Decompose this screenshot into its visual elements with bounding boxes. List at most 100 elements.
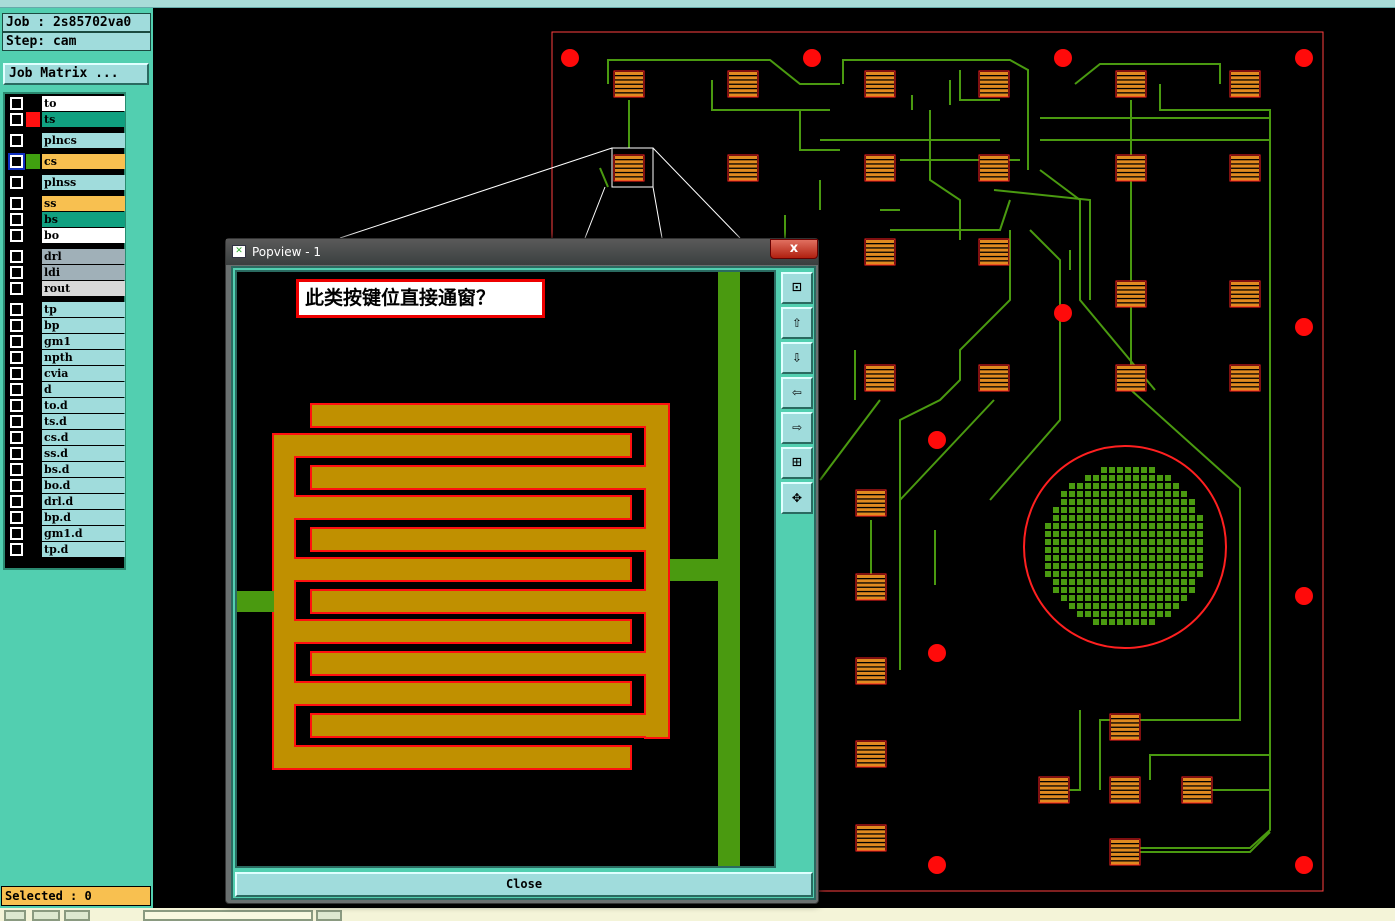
layer-row-tp[interactable]: tp (7, 302, 125, 317)
pan-right-icon[interactable]: ⇨ (781, 412, 813, 444)
layer-checkbox[interactable] (10, 383, 23, 396)
layer-name[interactable]: ss.d (42, 446, 125, 461)
layer-row-bo-d[interactable]: bo.d (7, 478, 125, 493)
layer-color-swatch[interactable] (26, 249, 40, 264)
layer-color-swatch[interactable] (26, 414, 40, 429)
layer-name[interactable]: bp (42, 318, 125, 333)
layer-checkbox[interactable] (10, 97, 23, 110)
layer-name[interactable]: to.d (42, 398, 125, 413)
layer-color-swatch[interactable] (26, 154, 40, 169)
layer-row-ss-d[interactable]: ss.d (7, 446, 125, 461)
layer-name[interactable]: ldi (42, 265, 125, 280)
layer-name[interactable]: drl.d (42, 494, 125, 509)
layer-row-ts-d[interactable]: ts.d (7, 414, 125, 429)
layer-color-swatch[interactable] (26, 382, 40, 397)
zoom-out-icon[interactable]: ✥ (781, 482, 813, 514)
layer-color-swatch[interactable] (26, 318, 40, 333)
layer-name[interactable]: rout (42, 281, 125, 296)
layer-color-swatch[interactable] (26, 302, 40, 317)
layer-checkbox[interactable] (10, 113, 23, 126)
layer-color-swatch[interactable] (26, 494, 40, 509)
layer-name[interactable]: ss (42, 196, 125, 211)
toolbar-button[interactable] (64, 910, 90, 921)
layer-row-ts[interactable]: ts (7, 112, 125, 127)
layer-checkbox[interactable] (10, 479, 23, 492)
layer-checkbox[interactable] (10, 176, 23, 189)
layer-name[interactable]: to (42, 96, 125, 111)
layer-color-swatch[interactable] (26, 265, 40, 280)
layer-name[interactable]: bs (42, 212, 125, 227)
layer-color-swatch[interactable] (26, 510, 40, 525)
layer-row-bp-d[interactable]: bp.d (7, 510, 125, 525)
layer-checkbox[interactable] (10, 250, 23, 263)
toolbar-button[interactable] (32, 910, 60, 921)
layer-checkbox[interactable] (10, 399, 23, 412)
layer-checkbox[interactable] (10, 431, 23, 444)
layer-name[interactable]: gm1.d (42, 526, 125, 541)
layer-checkbox[interactable] (10, 543, 23, 556)
layer-checkbox[interactable] (10, 303, 23, 316)
layer-checkbox[interactable] (8, 153, 25, 170)
layer-checkbox[interactable] (10, 367, 23, 380)
layer-checkbox[interactable] (10, 335, 23, 348)
layer-checkbox[interactable] (10, 527, 23, 540)
zoom-home-icon[interactable]: ⊡ (781, 272, 813, 304)
layer-checkbox[interactable] (10, 511, 23, 524)
layer-row-npth[interactable]: npth (7, 350, 125, 365)
layer-checkbox[interactable] (10, 319, 23, 332)
layer-name[interactable]: d (42, 382, 125, 397)
layer-row-cs-d[interactable]: cs.d (7, 430, 125, 445)
layer-name[interactable]: bp.d (42, 510, 125, 525)
layer-row-to[interactable]: to (7, 96, 125, 111)
close-button[interactable]: Close (235, 872, 813, 897)
layer-name[interactable]: plnss (42, 175, 125, 190)
layer-checkbox[interactable] (10, 495, 23, 508)
layer-checkbox[interactable] (10, 415, 23, 428)
layer-color-swatch[interactable] (26, 96, 40, 111)
layer-color-swatch[interactable] (26, 228, 40, 243)
layer-checkbox[interactable] (10, 134, 23, 147)
layer-row-to-d[interactable]: to.d (7, 398, 125, 413)
pan-down-icon[interactable]: ⇩ (781, 342, 813, 374)
layer-checkbox[interactable] (10, 229, 23, 242)
layer-name[interactable]: bs.d (42, 462, 125, 477)
layer-row-bo[interactable]: bo (7, 228, 125, 243)
layer-color-swatch[interactable] (26, 281, 40, 296)
layer-color-swatch[interactable] (26, 398, 40, 413)
command-input[interactable] (143, 910, 313, 921)
layer-name[interactable]: tp (42, 302, 125, 317)
layer-row-d[interactable]: d (7, 382, 125, 397)
layer-name[interactable]: ts.d (42, 414, 125, 429)
popview-canvas[interactable]: 此类按键位直接通窗？ (235, 270, 776, 868)
layer-row-rout[interactable]: rout (7, 281, 125, 296)
layer-color-swatch[interactable] (26, 212, 40, 227)
layer-row-bs[interactable]: bs (7, 212, 125, 227)
layer-color-swatch[interactable] (26, 446, 40, 461)
layer-checkbox[interactable] (10, 213, 23, 226)
toolbar-button[interactable] (316, 910, 342, 921)
layer-name[interactable]: cvia (42, 366, 125, 381)
layer-row-drl[interactable]: drl (7, 249, 125, 264)
layer-color-swatch[interactable] (26, 430, 40, 445)
layer-row-ldi[interactable]: ldi (7, 265, 125, 280)
pan-left-icon[interactable]: ⇦ (781, 377, 813, 409)
layer-row-gm1-d[interactable]: gm1.d (7, 526, 125, 541)
layer-name[interactable]: npth (42, 350, 125, 365)
layer-checkbox[interactable] (10, 351, 23, 364)
layer-row-cvia[interactable]: cvia (7, 366, 125, 381)
layer-row-cs[interactable]: cs (7, 153, 125, 170)
layer-color-swatch[interactable] (26, 334, 40, 349)
layer-name[interactable]: cs (42, 154, 125, 169)
popview-title-bar[interactable]: ✕ Popview - 1 x (226, 239, 818, 265)
layer-row-gm1[interactable]: gm1 (7, 334, 125, 349)
layer-checkbox[interactable] (10, 447, 23, 460)
layer-checkbox[interactable] (10, 197, 23, 210)
toolbar-button[interactable] (4, 910, 26, 921)
layer-color-swatch[interactable] (26, 526, 40, 541)
zoom-in-icon[interactable]: ⊞ (781, 447, 813, 479)
layer-name[interactable]: gm1 (42, 334, 125, 349)
layer-checkbox[interactable] (10, 463, 23, 476)
layer-color-swatch[interactable] (26, 542, 40, 557)
layer-row-tp-d[interactable]: tp.d (7, 542, 125, 557)
